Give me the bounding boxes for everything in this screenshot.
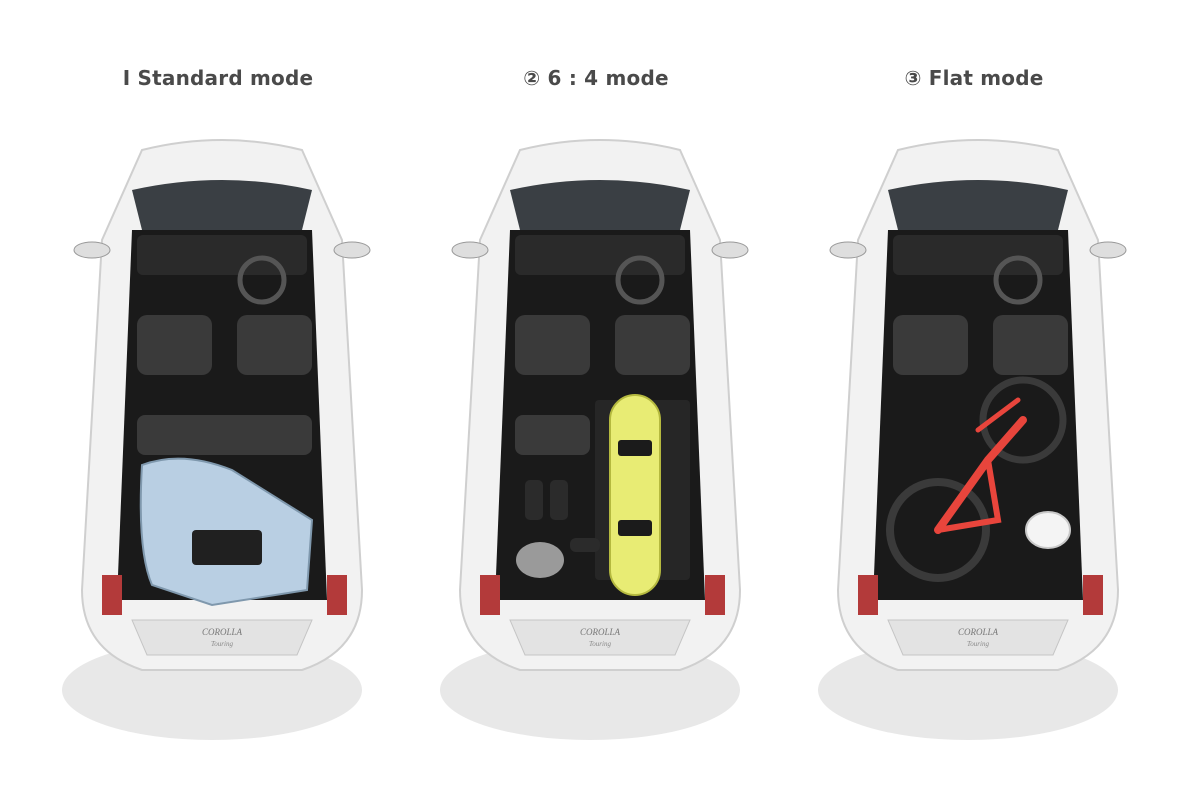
left-mirror [451,241,489,259]
mode-caption: Ⅰ Standard mode [122,66,314,90]
left-mirror [829,241,867,259]
badge-model: COROLLA [580,627,621,637]
rear-bumper [509,619,691,656]
car-illustration: COROLLA Touring [62,139,371,740]
ski-bag-strap [192,530,262,565]
bike-helmet [1025,511,1071,549]
front-seat-left [515,315,590,375]
windshield [132,180,312,230]
right-mirror [1089,241,1127,259]
windshield [510,180,690,230]
car-illustration: COROLLA Touring [440,139,749,740]
helmet [516,542,564,578]
boot-right [550,480,568,520]
badge-variant: Touring [967,640,989,648]
badge-model: COROLLA [958,627,999,637]
badge-variant: Touring [211,640,233,648]
dashboard [515,235,685,275]
right-mirror [711,241,749,259]
left-taillight [480,575,500,615]
car-top-view: COROLLA Touring [420,130,780,750]
right-taillight [327,575,347,615]
right-taillight [1083,575,1103,615]
car-top-view: COROLLA Touring [798,130,1158,750]
steering-wheel [237,255,287,305]
bike-handlebar-stem [975,397,1021,433]
front-seat-left [137,315,212,375]
dashboard [893,235,1063,275]
front-seat-left [893,315,968,375]
right-taillight [705,575,725,615]
car-illustration: COROLLA Touring [818,139,1127,740]
bike-rear-wheel [886,478,990,582]
windshield [888,180,1068,230]
snowboard-binding-front [618,440,652,456]
panel-6-4-mode: ② 6 : 4 mode [420,0,800,800]
badge-variant: Touring [589,640,611,648]
front-seat-right [993,315,1068,375]
rear-seat-bench [137,415,312,455]
right-mirror [333,241,371,259]
rear-bumper [131,619,313,656]
boot-left [525,480,543,520]
bike-front-wheel [979,376,1067,464]
left-taillight [858,575,878,615]
front-seat-right [237,315,312,375]
badge-model: COROLLA [202,627,243,637]
bike-frame-rear [935,457,1002,533]
panel-standard-mode: Ⅰ Standard mode [42,0,422,800]
steering-wheel [993,255,1043,305]
rear-seat-left-upright [515,415,590,455]
mode-caption: ③ Flat mode [904,66,1044,90]
snowboard-binding-rear [618,520,652,536]
dashboard [137,235,307,275]
rear-bumper [887,619,1069,656]
left-mirror [73,241,111,259]
snowboard [609,394,661,596]
left-taillight [102,575,122,615]
front-seat-right [615,315,690,375]
car-top-view: COROLLA Touring [42,130,402,750]
goggles [570,538,600,552]
mode-caption: ② 6 : 4 mode [523,66,669,90]
panel-flat-mode: ③ Flat mode [798,0,1178,800]
steering-wheel [615,255,665,305]
